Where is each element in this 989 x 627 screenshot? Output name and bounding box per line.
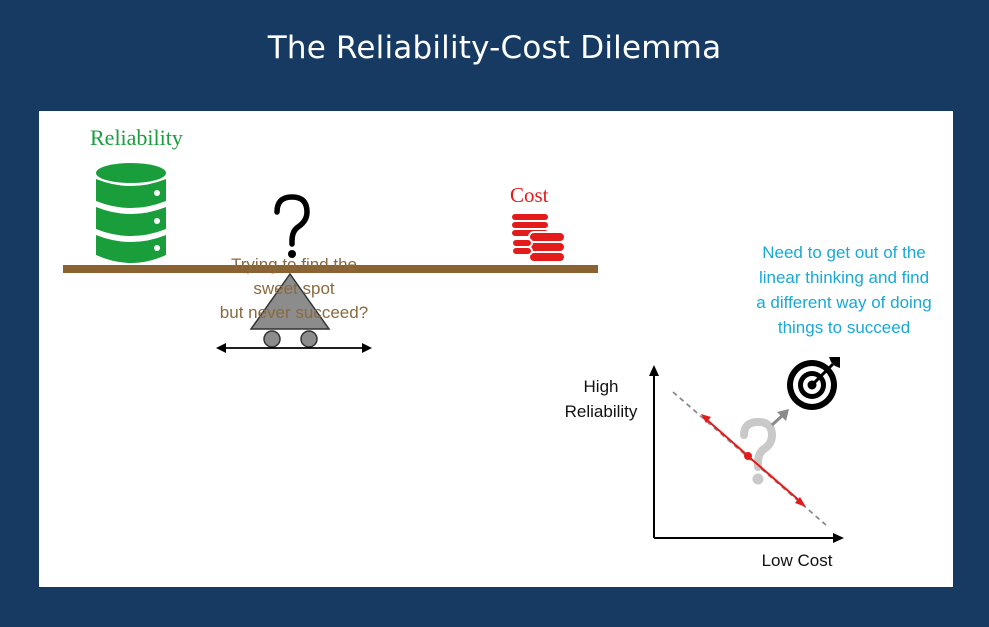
target-icon	[787, 357, 840, 410]
exit-arrow	[770, 409, 789, 427]
diagram-panel: Reliability Cost Trying to find the swee…	[39, 111, 953, 587]
advice-line: Need to get out of the	[762, 243, 926, 262]
question-mark-icon	[274, 194, 310, 258]
seesaw-fulcrum	[249, 272, 331, 348]
x-axis-label: Low Cost	[761, 551, 833, 570]
seesaw-caption: Trying to find the sweet spot but never …	[219, 253, 369, 325]
tradeoff-arrows	[701, 414, 806, 507]
seesaw-caption-line: but never succeed?	[219, 303, 369, 322]
y-axis-label-line: High	[583, 377, 619, 396]
cost-label: Cost	[510, 183, 549, 207]
seesaw-caption-line: Trying to find the sweet spot	[231, 255, 357, 298]
database-icon	[96, 163, 166, 263]
slide-double-arrow	[216, 343, 372, 353]
slide-title: The Reliability-Cost Dilemma	[267, 30, 722, 66]
graph-axes	[649, 365, 844, 543]
y-axis-label-line: Reliability	[564, 402, 638, 421]
graph-question-icon	[740, 417, 777, 485]
diagram-canvas	[63, 163, 844, 543]
advice-text: Need to get out of the linear thinking a…	[739, 240, 949, 340]
advice-line: things to succeed	[777, 318, 911, 337]
coins-icon	[510, 212, 566, 263]
advice-line: linear thinking and find	[758, 268, 930, 287]
reliability-label: Reliability	[90, 125, 183, 150]
seesaw-beam	[63, 265, 598, 273]
y-axis-label: High Reliability	[547, 374, 655, 424]
advice-line: a different way of doing	[756, 293, 932, 312]
